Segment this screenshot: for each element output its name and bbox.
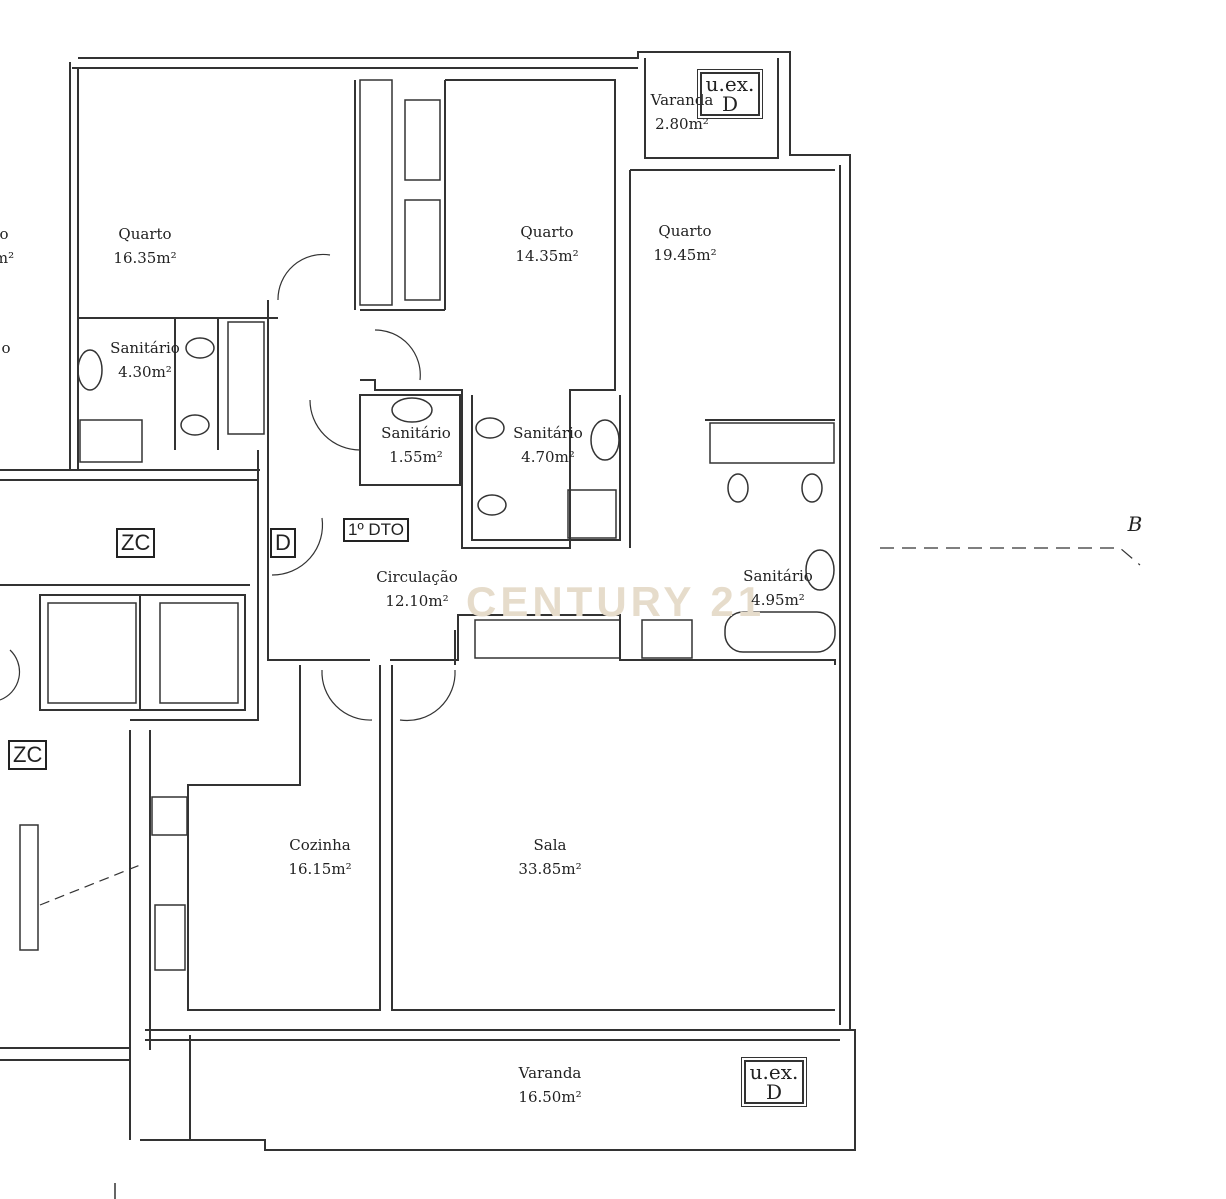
door-swings [0, 253, 456, 722]
fixtures [77, 337, 836, 971]
partial-room-label-2: o [1, 339, 11, 357]
unit-tag: 1º DTO [343, 518, 409, 542]
stair-arrow [39, 864, 141, 906]
door-tag: D [270, 528, 296, 558]
uex-tag-top: u.ex.D [697, 69, 763, 119]
interior-walls [0, 79, 850, 1140]
section-line [880, 547, 1141, 566]
watermark: CENTURY 21 [466, 578, 766, 625]
zc-tag-1: ZC [116, 528, 156, 558]
zc-tag-2: ZC [8, 740, 48, 770]
closets [19, 79, 835, 951]
outer-walls [69, 51, 856, 1151]
section-marker: B [1127, 512, 1143, 536]
uex-tag-bottom: u.ex.D [741, 1057, 807, 1107]
